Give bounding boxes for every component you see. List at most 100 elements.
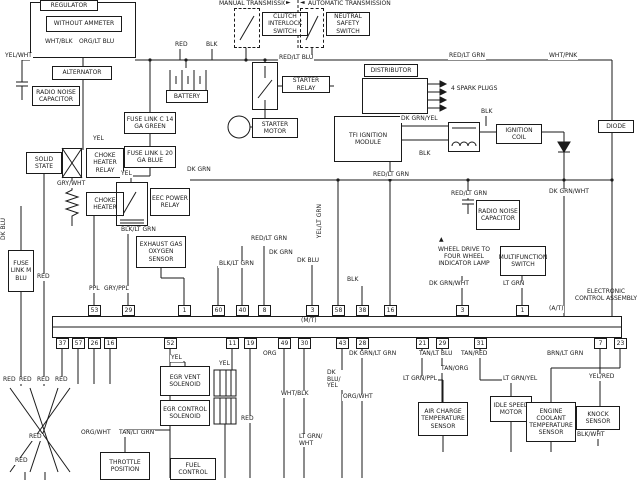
wire-label-dk-grn: DK GRN	[186, 166, 212, 174]
wire-label-yel: YEL	[92, 135, 105, 143]
wire-label-dk-grn-wht: DK GRN/WHT	[428, 280, 470, 288]
wire-label-yel: YEL	[218, 360, 231, 368]
wire-label-red: RED	[2, 376, 17, 384]
wire-label-red-lt-blu: RED/LT BLU	[278, 54, 315, 62]
fuse-link-l-box: FUSE LINK L 20 GA BLUE	[124, 146, 176, 168]
wire-label-dk-blu-yel: DK BLU/ YEL	[326, 369, 352, 390]
bus-terminal-top: 16	[384, 305, 397, 316]
bus-terminal-top: 38	[356, 305, 369, 316]
fuel-control-box: FUEL CONTROL	[170, 458, 216, 480]
wire-label-lt-grn: LT GRN	[502, 280, 526, 288]
wire-label-gry-ppl: GRY/PPL	[103, 285, 130, 293]
wire-label-lt-grn-wht: LT GRN/ WHT	[298, 433, 324, 448]
bus-terminal-top: 8	[258, 305, 271, 316]
bus-terminal-bottom: 11	[226, 338, 239, 349]
arrow-left-icon: ◄	[299, 0, 306, 7]
arrow-up-icon: ▲	[438, 236, 445, 244]
wire-label-blk: BLK	[480, 108, 494, 116]
wire-label-red-lt-grn: RED/LT GRN	[372, 171, 410, 179]
throttle-position-box: THROTTLE POSITION	[100, 452, 150, 480]
bus-terminal-bottom: 43	[336, 338, 349, 349]
wire-label-dk-blu: DK BLU	[296, 257, 321, 265]
wire-label-blk-wht: BLK/WHT	[576, 431, 606, 439]
bus-terminal-bottom: 16	[104, 338, 117, 349]
bus-terminal-bottom: 49	[278, 338, 291, 349]
bus-terminal-top: 40	[236, 305, 249, 316]
bus-terminal-bottom: 31	[474, 338, 487, 349]
wire-label-red: RED	[240, 415, 255, 423]
choke-heater-relay-box: CHOKE HEATER RELAY	[86, 148, 124, 178]
regulator-box: REGULATOR	[40, 0, 98, 11]
at-note: (A/T)	[548, 305, 565, 313]
bus-terminal-bottom: 7	[594, 338, 607, 349]
wire-label-dk-blu: DK BLU	[0, 218, 7, 241]
wire-label-tan-red: TAN/RED	[460, 350, 489, 358]
wheel-drive-lamp-note: WHEEL DRIVE TO FOUR WHEEL INDICATOR LAMP	[437, 246, 491, 268]
bus-terminal-top: 3	[456, 305, 469, 316]
wire-label-dk-grn-wht: DK GRN/WHT	[548, 188, 590, 196]
wire-label-yel-red: YEL/RED	[588, 373, 616, 381]
bus-terminal-bottom: 26	[88, 338, 101, 349]
ignition-coil-box: IGNITION COIL	[496, 124, 542, 144]
wire-label-wht-pnk: WHT/PNK	[548, 52, 579, 60]
neutral-switch-symbol	[300, 8, 324, 48]
bus-terminal-top: 3	[306, 305, 319, 316]
wire-label-lt-grn-ppl: LT GRN/PPL	[402, 375, 438, 383]
wire-label-yel-lt-grn: YEL/LT GRN	[316, 204, 323, 239]
fuse-link-c-box: FUSE LINK C 14 GA GREEN	[124, 112, 176, 134]
wire-label-red: RED	[28, 433, 43, 441]
neutral-safety-switch-box: NEUTRAL SAFETY SWITCH	[326, 12, 370, 36]
battery-box: BATTERY	[166, 90, 208, 103]
without-ammeter-box: WITHOUT AMMETER	[46, 16, 122, 32]
bus-terminal-bottom: 37	[56, 338, 69, 349]
eec-relay-symbol	[116, 182, 148, 226]
starter-relay-symbol	[252, 62, 278, 110]
wire-label-tan-org: TAN/ORG	[440, 365, 470, 373]
multifunction-switch-box: MULTIFUNCTION SWITCH	[499, 246, 547, 276]
wire-label-yel-wht: YEL/WHT	[4, 52, 33, 60]
wire-label-tan-lt-blu: TAN/LT BLU	[418, 350, 454, 358]
ignition-coil-symbol	[448, 122, 480, 152]
radio-noise-capacitor-left-box: RADIO NOISE CAPACITOR	[32, 86, 80, 106]
wire-label-blk-lt-grn: BLK/LT GRN	[120, 226, 157, 234]
engine-coolant-temperature-sensor-box: ENGINE COOLANT TEMPERATURE SENSOR	[526, 402, 576, 442]
arrow-right-icon: ►	[285, 0, 292, 7]
wire-label-lt-grn-yel: LT GRN/YEL	[502, 375, 539, 383]
wire-label-gry-wht: GRY/WHT	[56, 180, 87, 188]
eca-connector-bus	[52, 316, 622, 338]
wire-label-dk-grn-yel: DK GRN/YEL	[400, 115, 439, 123]
egr-vent-solenoid-box: EGR VENT SOLENOID	[160, 366, 210, 396]
distributor-body-outline	[362, 78, 428, 114]
wire-label-tan-lt-grn: TAN/LT GRN	[118, 429, 156, 437]
wire-label-org-lt-blu: ORG/LT BLU	[78, 38, 116, 46]
wire-label-yel: YEL	[120, 170, 133, 178]
wire-label-red-lt-grn: RED/LT GRN	[250, 235, 288, 243]
wire-label-red: RED	[174, 41, 189, 49]
wire-label-org-wht: ORG/WHT	[80, 429, 112, 437]
mt-note: (M/T)	[300, 317, 318, 325]
wire-label-red: RED	[14, 457, 29, 465]
wire-label-dk-grn-lt-grn: DK GRN/LT GRN	[348, 350, 398, 358]
air-charge-temperature-sensor-box: AIR CHARGE TEMPERATURE SENSOR	[418, 402, 468, 436]
automatic-transmission-note: AUTOMATIC TRANSMISSION	[307, 0, 392, 8]
choke-heater-box: CHOKE HEATER	[86, 192, 124, 216]
bus-terminal-top: 58	[332, 305, 345, 316]
wire-label-blk-lt-grn: BLK/LT GRN	[218, 260, 255, 268]
eec-power-relay-box: EEC POWER RELAY	[150, 188, 190, 216]
wire-label-red: RED	[54, 376, 69, 384]
bus-terminal-top: 60	[212, 305, 225, 316]
bus-terminal-bottom: 52	[164, 338, 177, 349]
choke-relay-switch-symbol	[62, 148, 82, 178]
tfi-ignition-module-box: TFI IGNITION MODULE	[334, 116, 402, 162]
wire-label-wht-blk: WHT/BLK	[44, 38, 74, 46]
alternator-box: ALTERNATOR	[52, 66, 112, 80]
bus-terminal-bottom: 19	[244, 338, 257, 349]
idle-speed-motor-box: IDLE SPEED MOTOR	[490, 396, 532, 422]
distributor-box: DISTRIBUTOR	[364, 64, 418, 77]
bus-terminal-bottom: 23	[614, 338, 627, 349]
starter-relay-box: STARTER RELAY	[282, 76, 330, 93]
bus-terminal-top: 1	[516, 305, 529, 316]
wire-label-yel: YEL	[170, 354, 183, 362]
wire-label-blk: BLK	[418, 150, 432, 158]
fuse-link-m-box: FUSE LINK M BLU	[8, 250, 34, 292]
